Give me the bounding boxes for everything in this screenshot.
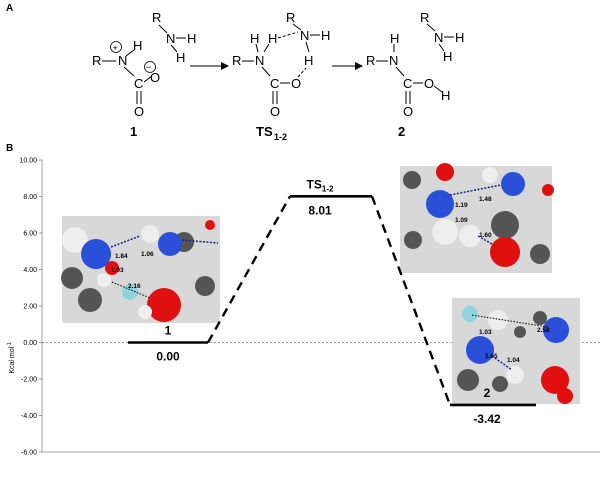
energy-profile: 1 0.00 TS1-2 8.01 2 -3.42	[128, 177, 536, 426]
ts-structure-inset	[400, 163, 554, 273]
atom-o: O	[403, 104, 413, 119]
atom-r: R	[286, 10, 295, 25]
svg-text:1-2: 1-2	[274, 132, 287, 142]
svg-text:TS: TS	[256, 124, 273, 139]
connector-line	[370, 195, 452, 406]
connector-line	[206, 195, 292, 344]
atom-n: N	[118, 53, 127, 68]
atom-c: C	[134, 76, 143, 91]
energy-profile-chart: 10.008.006.004.002.000.00-2.00-4.00-6.00…	[7, 158, 600, 457]
ts-label: TS 1-2	[256, 124, 287, 142]
y-tick-label: 4.00	[23, 267, 37, 274]
atom-h: H	[455, 30, 464, 45]
distance-label: 1.60	[479, 232, 492, 239]
compound-1-structure: R N + H C O − O R N H H	[92, 10, 196, 119]
state-name-label: 2	[484, 386, 491, 400]
state-name-label: 1	[165, 324, 172, 338]
y-axis-label: Kcal mol-1	[7, 342, 16, 374]
state-name-label: TS1-2	[307, 177, 334, 193]
y-tick-label: -4.00	[21, 413, 37, 420]
atom-c: C	[270, 76, 279, 91]
reaction-scheme: R N + H C O − O R N H H 1	[92, 10, 464, 142]
compound-2-label: 2	[398, 124, 405, 139]
atom-r: R	[92, 53, 101, 68]
distance-label: 1.65	[485, 353, 498, 360]
atom-n: N	[389, 53, 398, 68]
atom-n: N	[300, 28, 309, 43]
atom-n: N	[255, 53, 264, 68]
y-tick-label: 6.00	[23, 231, 37, 238]
atom-h: H	[443, 49, 452, 64]
atom-r: R	[366, 53, 375, 68]
atom-h: H	[187, 31, 196, 46]
atom-h: H	[321, 28, 330, 43]
y-tick-label: -2.00	[21, 377, 37, 384]
atom-h: H	[268, 31, 277, 46]
y-tick-label: -6.00	[21, 450, 37, 457]
distance-label: 1.09	[455, 217, 468, 224]
y-tick-label: 0.00	[23, 340, 37, 347]
distance-label: 1.03	[111, 267, 124, 274]
distance-label: 1.84	[115, 253, 128, 260]
atom-n: N	[434, 30, 443, 45]
energy-value-label: 8.01	[308, 203, 332, 217]
atom-h: H	[176, 50, 185, 65]
distance-label: 1.04	[507, 357, 520, 364]
atom-o: O	[150, 70, 160, 85]
distance-label: 2.58	[537, 327, 550, 334]
y-axis: 10.008.006.004.002.000.00-2.00-4.00-6.00	[19, 158, 600, 457]
charge-plus: +	[113, 43, 118, 53]
atom-h: H	[441, 88, 450, 103]
atom-o: O	[134, 104, 144, 119]
atom-h: H	[304, 53, 313, 68]
y-tick-label: 2.00	[23, 304, 37, 311]
compound-1-label: 1	[130, 124, 137, 139]
atom-o: O	[424, 76, 434, 91]
atom-r: R	[152, 10, 161, 25]
y-tick-label: 10.00	[19, 158, 37, 165]
panel-a-letter: A	[6, 3, 14, 14]
energy-value-label: -3.42	[473, 412, 501, 426]
state-2-structure-inset	[452, 298, 580, 404]
y-tick-label: 8.00	[23, 194, 37, 201]
distance-label: 1.06	[141, 251, 154, 258]
atom-o: O	[291, 76, 301, 91]
atom-r: R	[420, 10, 429, 25]
atom-h: H	[250, 31, 259, 46]
atom-h: H	[133, 38, 142, 53]
distance-label: 1.19	[455, 202, 468, 209]
atom-n: N	[166, 31, 175, 46]
distance-label: 1.48	[479, 196, 492, 203]
atom-h: H	[390, 31, 399, 46]
panel-b-letter: B	[6, 143, 14, 154]
compound-2-structure: R N H C O H O R N H H	[366, 10, 464, 119]
atom-c: C	[403, 76, 412, 91]
atom-r: R	[232, 53, 241, 68]
atom-o: O	[270, 104, 280, 119]
distance-label: 1.03	[479, 329, 492, 336]
distance-label: 2.16	[128, 283, 141, 290]
state-1-structure-inset	[61, 216, 220, 323]
energy-value-label: 0.00	[156, 350, 180, 364]
ts-structure: R N H H C O O R N H H	[232, 10, 330, 119]
charge-minus: −	[146, 62, 151, 72]
